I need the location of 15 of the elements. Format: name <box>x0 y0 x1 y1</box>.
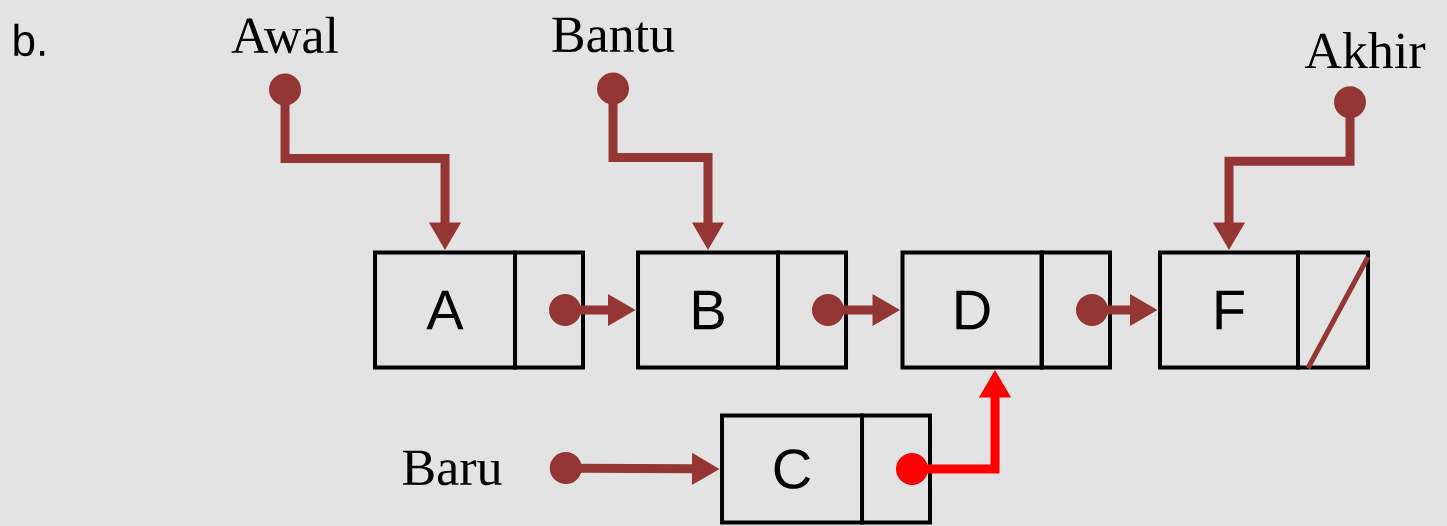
data-cell: F <box>1158 250 1300 370</box>
pointer-label: Awal <box>231 16 338 54</box>
panel-label: b. <box>14 23 45 57</box>
pointer-cell <box>513 250 585 370</box>
data-cell: C <box>720 413 864 525</box>
pointer-cell <box>1040 250 1112 370</box>
pointer-cell <box>1296 250 1370 370</box>
pointer-label: Baru <box>403 450 502 486</box>
data-cell: B <box>636 250 780 370</box>
data-cell: A <box>373 250 517 370</box>
pointer-label: Akhir <box>1304 31 1426 69</box>
pointer-cell <box>860 413 932 525</box>
pointer-cell <box>776 250 848 370</box>
pointer-label: Bantu <box>552 17 675 53</box>
data-cell: D <box>900 250 1044 370</box>
